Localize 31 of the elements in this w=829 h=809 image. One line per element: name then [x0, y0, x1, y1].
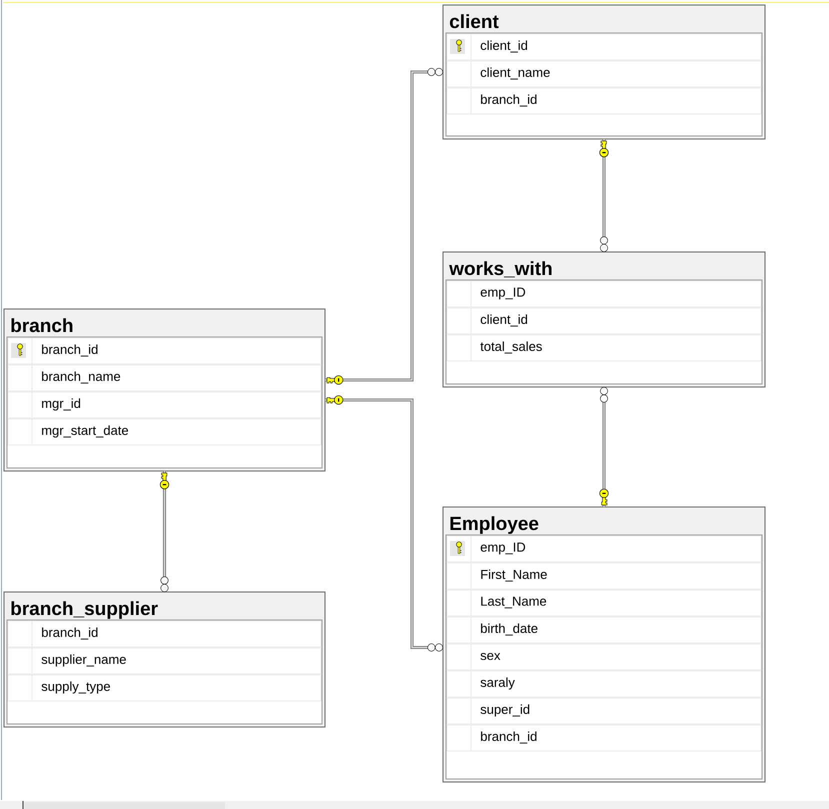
column-row: total_sales: [446, 334, 762, 362]
table-title: Employee: [450, 516, 538, 534]
column-row: client_name: [446, 60, 762, 88]
column-row: super_id: [446, 698, 762, 724]
column-row: First_Name: [446, 562, 762, 590]
table-title: branch: [11, 318, 72, 332]
column-row: mgr_start_date: [8, 418, 322, 446]
column-row: birth_date: [446, 616, 762, 644]
table-title: works_with: [449, 261, 552, 278]
table-title: client: [450, 14, 499, 28]
column-row: branch_id: [8, 620, 322, 648]
column-row: branch_id: [8, 338, 322, 364]
relationship-line: [325, 68, 443, 385]
column-row: sex: [446, 644, 762, 670]
column-row: client_id: [446, 34, 762, 60]
column-row: emp_ID: [446, 280, 762, 308]
column-row: supply_type: [8, 674, 322, 702]
column-row: Last_Name: [446, 590, 762, 616]
relationship-line: [599, 139, 609, 252]
column-row: mgr_id: [8, 392, 322, 418]
column-row: branch_name: [8, 364, 322, 392]
column-row: client_id: [446, 308, 762, 334]
column-row: branch_id: [446, 88, 762, 114]
column-row: supplier_name: [8, 648, 322, 674]
column-row: saraly: [446, 670, 762, 698]
column-row: branch_id: [446, 724, 762, 752]
relationship-line: [325, 395, 443, 652]
table-title: branch_supplier: [11, 601, 158, 619]
relationship-line: [599, 387, 609, 507]
column-row: emp_ID: [446, 536, 762, 562]
relationship-line: [160, 471, 170, 592]
